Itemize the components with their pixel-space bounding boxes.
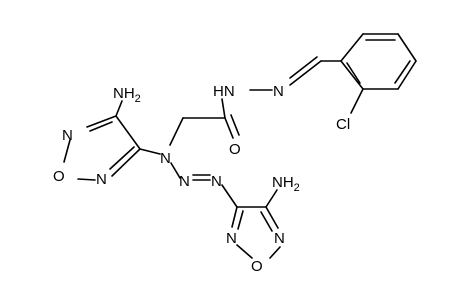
bond — [265, 189, 278, 208]
bond — [221, 98, 226, 119]
bond — [111, 148, 141, 177]
bond — [236, 244, 253, 259]
bond — [397, 60, 417, 90]
amino-label: NH2 — [272, 174, 300, 194]
bond — [115, 100, 123, 117]
atom-labels: NH2 N O N N O HN N Cl N N NH2 N N O — [53, 83, 350, 275]
bond — [77, 178, 96, 181]
hydrazide-nh-label: HN — [213, 83, 235, 100]
bond — [231, 206, 238, 228]
bond — [346, 62, 361, 84]
triazene-nitrogen-label: N — [179, 173, 190, 190]
bond — [115, 115, 141, 150]
ring-nitrogen-label: N — [62, 127, 73, 144]
bond — [289, 60, 322, 86]
carbonyl-oxygen-label: O — [229, 141, 241, 158]
triazene-nitrogen-label: N — [211, 173, 222, 190]
bond — [237, 210, 244, 230]
hydrazone-nitrogen-label: N — [273, 83, 284, 100]
bond — [139, 148, 161, 155]
ring-oxygen-label: O — [53, 168, 65, 185]
ring-nitrogen-label: N — [274, 230, 285, 247]
bond — [230, 114, 240, 136]
bond — [260, 211, 273, 232]
bond — [340, 33, 364, 62]
bonds — [63, 33, 417, 259]
bond — [86, 115, 117, 128]
bond — [109, 146, 135, 170]
ring-nitrogen-label: N — [226, 230, 237, 247]
bond — [169, 117, 184, 146]
bond — [340, 60, 364, 90]
bond — [221, 184, 238, 208]
bond — [265, 206, 279, 229]
bond — [397, 33, 417, 62]
ring-nitrogen-label: N — [96, 171, 107, 188]
chlorine-label: Cl — [336, 116, 350, 133]
bond — [89, 121, 113, 132]
bond — [63, 139, 71, 163]
central-nitrogen-label: N — [160, 150, 171, 167]
bond — [350, 88, 364, 114]
bond — [394, 60, 411, 84]
bond — [170, 162, 181, 179]
bond — [269, 246, 281, 259]
bond — [224, 117, 234, 139]
amino-label: NH2 — [113, 85, 141, 105]
ring-oxygen-label: O — [251, 258, 263, 275]
bond — [289, 56, 318, 79]
